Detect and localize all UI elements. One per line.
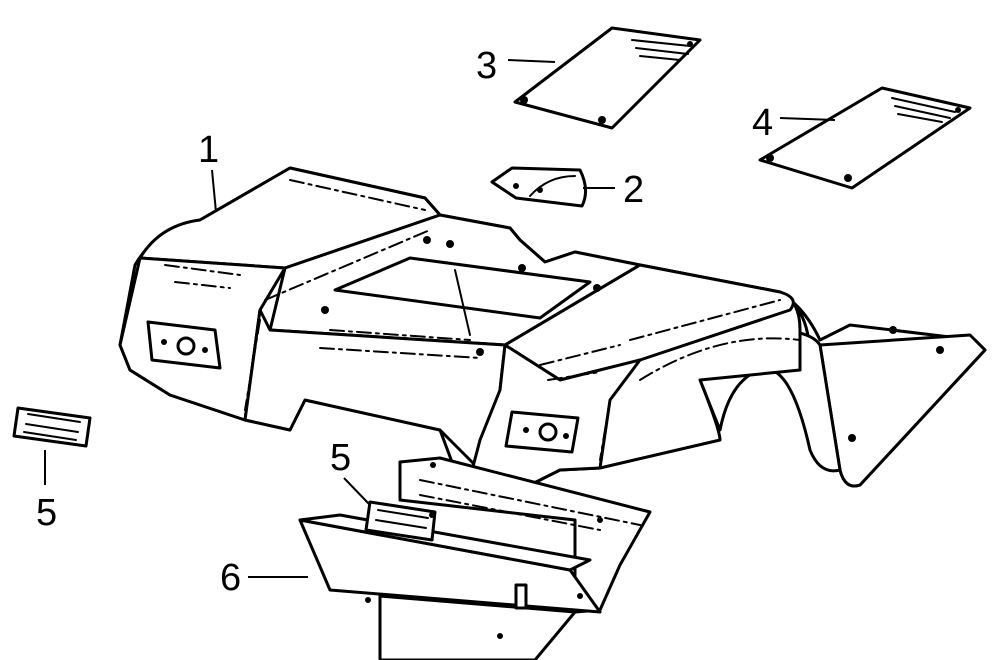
callout-5a: 5 (36, 492, 57, 534)
callout-6: 6 (220, 557, 241, 599)
part-5-reflector-center (364, 500, 437, 542)
part-1-fender-assembly (118, 166, 987, 492)
part-4-decal-plate (758, 86, 972, 190)
callout-2: 2 (623, 169, 644, 211)
callout-4: 4 (752, 102, 773, 144)
callout-5b: 5 (330, 437, 351, 479)
leader-lines (44, 59, 836, 578)
right-light-housing (504, 410, 580, 454)
callout-1: 1 (198, 129, 219, 171)
part-6-lower-shield (298, 456, 652, 660)
callout-3: 3 (476, 45, 497, 87)
part-5-reflector-left (12, 406, 92, 448)
part-2-bracket (490, 166, 587, 208)
part-3-decal-plate (513, 26, 702, 130)
left-light-housing (146, 320, 222, 370)
